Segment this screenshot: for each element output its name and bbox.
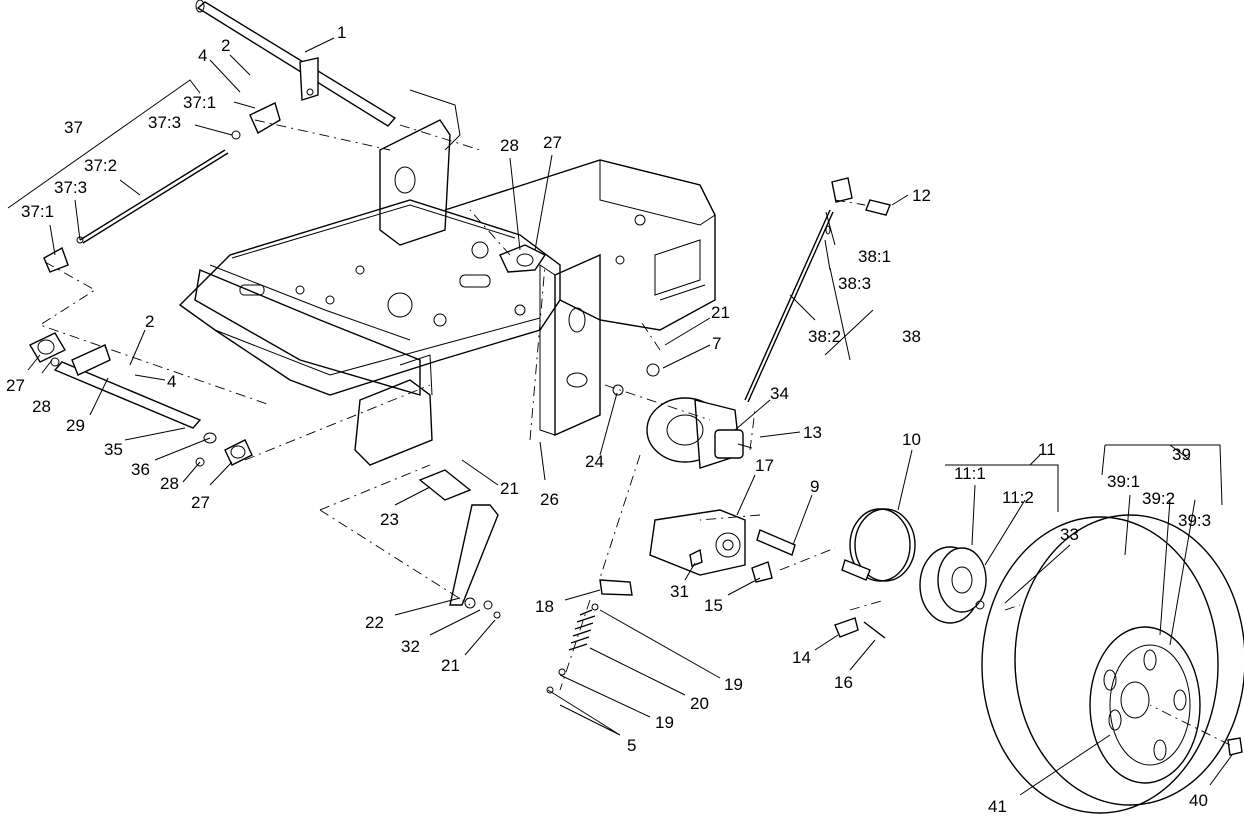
wheel-39	[981, 514, 1244, 814]
callout-11: 11	[1038, 440, 1056, 459]
callout-17: 17	[755, 456, 774, 475]
callout-37-3-b: 37:3	[54, 178, 87, 197]
spring-20	[546, 603, 599, 694]
callout-38-3: 38:3	[838, 274, 871, 293]
callout-37: 37	[64, 118, 83, 137]
callout-26: 26	[540, 490, 559, 509]
callout-39: 39	[1172, 445, 1191, 464]
pedal-lever	[418, 469, 501, 619]
callout-31: 31	[670, 582, 689, 601]
callout-labels: 1 2 4 37:1 37:3 37 37:2 37:3 37:1 28 27 …	[6, 23, 1211, 816]
callout-37-1: 37:1	[183, 93, 216, 112]
callout-16: 16	[834, 673, 853, 692]
callout-28-top: 28	[500, 136, 519, 155]
rocker-shaft-29	[29, 332, 253, 467]
callout-37-1-b: 37:1	[21, 202, 54, 221]
callout-21-low: 21	[441, 656, 460, 675]
callout-10: 10	[902, 430, 921, 449]
callout-11-1: 11:1	[954, 464, 986, 483]
callout-19-lower: 19	[655, 713, 674, 732]
callout-35: 35	[104, 440, 123, 459]
callout-20: 20	[690, 694, 709, 713]
callout-34: 34	[770, 384, 789, 403]
latch-14-16	[834, 617, 886, 639]
callout-2: 2	[221, 36, 230, 55]
assembly-lines	[38, 119, 1231, 746]
cross-shaft	[195, 0, 397, 127]
callout-39-3: 39:3	[1178, 511, 1211, 530]
callout-32: 32	[401, 637, 420, 656]
brake-band-10	[841, 508, 916, 582]
callout-38-1: 38:1	[858, 247, 891, 266]
callout-7: 7	[712, 334, 721, 353]
callout-37-3: 37:3	[148, 113, 181, 132]
callout-28-left: 28	[32, 397, 51, 416]
callout-38: 38	[902, 327, 921, 346]
callout-33: 33	[1060, 525, 1079, 544]
transmission-34	[612, 363, 753, 469]
callout-40: 40	[1189, 791, 1208, 810]
rod-assembly-37	[43, 102, 281, 273]
callout-15: 15	[704, 596, 723, 615]
callout-23: 23	[380, 510, 399, 529]
callout-2-left: 2	[145, 312, 154, 331]
callout-1: 1	[337, 23, 346, 42]
callout-36: 36	[131, 460, 150, 479]
callout-4-left: 4	[167, 372, 176, 391]
callout-27-mid: 27	[191, 493, 210, 512]
callout-4: 4	[198, 46, 207, 65]
brake-pivot	[599, 509, 796, 596]
rod-assembly-38	[744, 177, 891, 403]
callout-9: 9	[810, 477, 819, 496]
callout-41: 41	[988, 797, 1007, 816]
callout-14: 14	[792, 648, 811, 667]
callout-37-2: 37:2	[84, 156, 117, 175]
callout-12: 12	[912, 186, 931, 205]
callout-39-1: 39:1	[1107, 472, 1140, 491]
callout-19-upper: 19	[724, 675, 743, 694]
callout-5: 5	[627, 736, 636, 755]
callout-18: 18	[535, 597, 554, 616]
callout-22: 22	[365, 613, 384, 632]
callout-24: 24	[585, 452, 604, 471]
brake-drum-11	[919, 546, 1008, 624]
bearing-top	[499, 244, 547, 273]
callout-13: 13	[803, 423, 822, 442]
callout-39-2: 39:2	[1142, 489, 1175, 508]
callout-21-right: 21	[711, 303, 730, 322]
callout-28-mid: 28	[160, 474, 179, 493]
chassis-frame	[178, 89, 716, 466]
callout-21-mid: 21	[500, 479, 519, 498]
callout-27-left: 27	[6, 376, 25, 395]
leader-lines	[7, 37, 1233, 796]
callout-38-2: 38:2	[808, 327, 841, 346]
callout-29: 29	[66, 416, 85, 435]
callout-11-2: 11:2	[1002, 488, 1034, 507]
callout-27-top: 27	[543, 133, 562, 152]
